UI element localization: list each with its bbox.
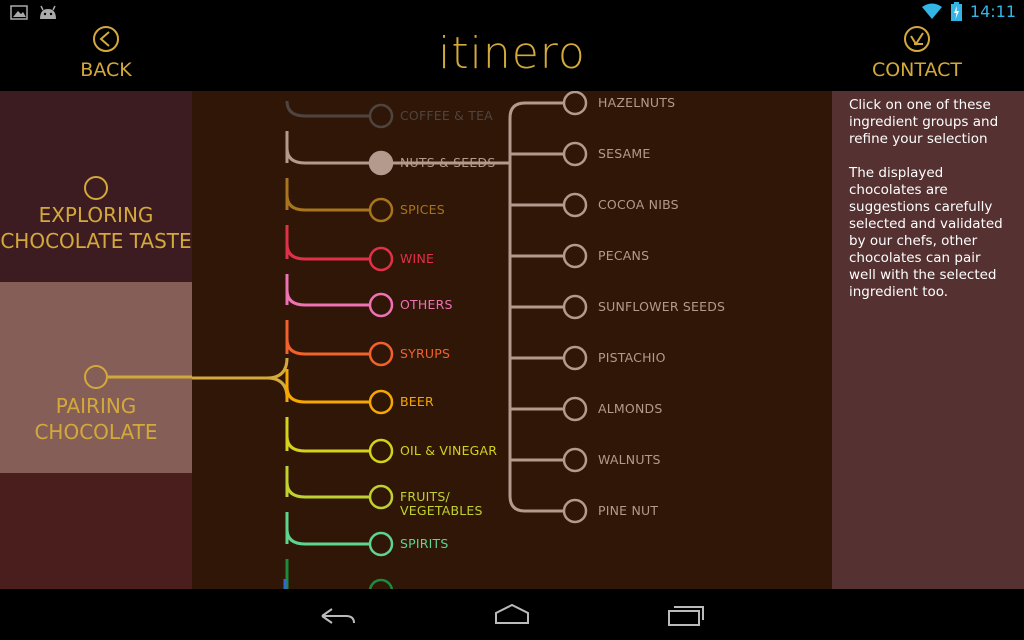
sub-item-pine-nut[interactable]: PINE NUT [598,503,659,518]
sub-node-circle[interactable] [562,91,588,116]
group-label-fruits[interactable]: FRUITS/VEGETABLES [400,489,483,518]
branch-line [285,435,369,453]
pairing-circle-icon [84,365,108,389]
tree-connections [192,91,588,589]
branch-line [285,243,369,261]
sub-item-sesame[interactable]: SESAME [598,146,651,161]
group-node-circle[interactable] [368,389,394,415]
pairing-label-line2: CHOCOLATE [34,420,158,444]
group-label-coffee-tea[interactable]: COFFEE & TEA [400,108,493,123]
sub-node-circle[interactable] [562,396,588,422]
info-panel: Click on one of these ingredient groups … [832,91,1024,589]
sub-item-pecans[interactable]: PECANS [598,248,650,263]
sub-node-circle[interactable] [562,192,588,218]
sub-branch-line [508,101,563,119]
left-panel-filler [0,473,192,589]
group-node-circle[interactable] [368,531,394,557]
sub-node-circle[interactable] [562,141,588,167]
branch-line [285,147,369,165]
ingredient-tree: COFFEE & TEA NUTS & SEEDS SPICES WINE OTHERS… [192,91,832,589]
sub-node-circle[interactable] [562,447,588,473]
wifi-icon [921,3,942,19]
contact-icon [904,26,930,52]
back-icon [93,26,119,52]
sub-node-circle[interactable] [562,498,588,524]
exploring-label-line2: CHOCOLATE TASTE [0,229,192,253]
battery-charging-icon [950,2,962,21]
sub-item-sunflower-seeds[interactable]: SUNFLOWER SEEDS [598,299,726,314]
branch-line [285,481,369,499]
back-nav-icon[interactable] [318,605,358,627]
branch-line [285,100,369,118]
pairing-label: PAIRING CHOCOLATE [0,393,192,445]
sub-branch-line [508,495,563,513]
pairing-connector [84,365,192,389]
group-node-circle[interactable] [368,103,394,129]
exploring-chocolate-taste-tab[interactable]: EXPLORING CHOCOLATE TASTE [0,91,192,282]
exploring-label-line1: EXPLORING [38,203,154,227]
recents-nav-icon[interactable] [666,603,706,627]
system-nav-bar [0,589,1024,640]
branch-line [285,528,369,546]
group-label-oil-vinegar[interactable]: OIL & VINEGAR [400,443,498,458]
app-logo: itinero [438,28,586,79]
group-node-circle[interactable] [368,197,394,223]
hub-line-down [266,376,289,399]
info-paragraph-2: The displayed chocolates are suggestions… [849,165,1003,300]
group-label-syrups[interactable]: SYRUPS [400,346,451,361]
group-label-others[interactable]: OTHERS [400,297,453,312]
android-icon [40,5,56,19]
group-node-circle[interactable] [368,150,394,176]
group-node-circle[interactable] [368,292,394,318]
hub-line [192,357,289,380]
branch-line [285,386,369,404]
group-label-spices[interactable]: SPICES [400,202,445,217]
info-paragraph-1: Click on one of these ingredient groups … [849,97,999,147]
status-bar: 14:11 [0,0,1024,25]
sub-item-walnuts[interactable]: WALNUTS [598,452,661,467]
group-node-circle-partial[interactable] [368,578,394,589]
group-node-circle[interactable] [368,341,394,367]
status-clock: 14:11 [969,2,1016,21]
group-node-circle[interactable] [368,246,394,272]
sub-item-cocoa-nibs[interactable]: COCOA NIBS [598,197,679,212]
branch-line [285,338,369,356]
status-icons-left [10,5,58,20]
group-node-circle[interactable] [368,484,394,510]
status-icons-right: 14:11 [921,2,1016,21]
sub-item-almonds[interactable]: ALMONDS [598,401,663,416]
home-nav-icon[interactable] [492,603,532,627]
contact-label: CONTACT [871,59,963,81]
exploring-circle-icon [84,176,108,200]
contact-button[interactable]: CONTACT [866,25,968,81]
exploring-label: EXPLORING CHOCOLATE TASTE [0,202,192,254]
image-icon [10,5,28,20]
group-label-spirits[interactable]: SPIRITS [400,536,449,551]
sub-node-circle[interactable] [562,294,588,320]
group-label-nuts-seeds[interactable]: NUTS & SEEDS [400,155,496,170]
sub-node-circle[interactable] [562,345,588,371]
branch-line [285,194,369,212]
group-label-beer[interactable]: BEER [400,394,434,409]
group-label-wine[interactable]: WINE [400,251,435,266]
sub-item-pistachio[interactable]: PISTACHIO [598,350,666,365]
branch-line [285,289,369,307]
sub-node-circle[interactable] [562,243,588,269]
back-button[interactable]: BACK [66,25,146,81]
app-header: BACK itinero CONTACT [0,25,1024,91]
group-node-circle[interactable] [368,438,394,464]
pairing-label-line1: PAIRING [55,394,137,418]
back-label: BACK [80,59,132,81]
sub-item-hazelnuts[interactable]: HAZELNUTS [598,95,676,110]
